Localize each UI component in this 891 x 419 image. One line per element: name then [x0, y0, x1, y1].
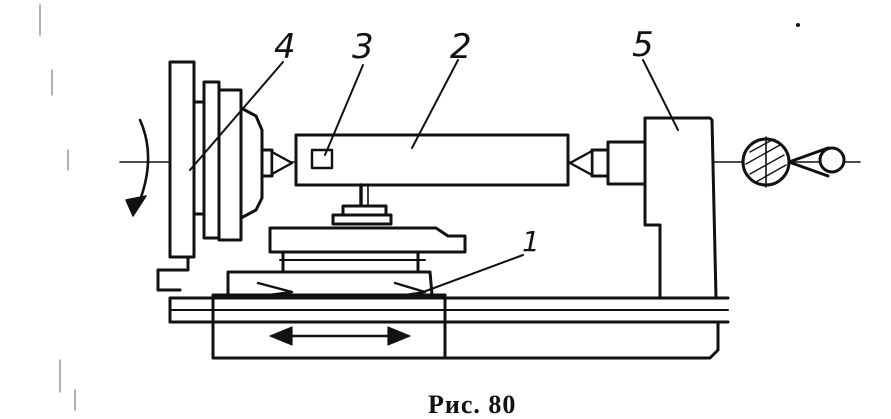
gauge-sensor: [310, 148, 334, 170]
headstock-faceplate: [156, 60, 294, 292]
figure-caption: Рис. 80: [428, 390, 517, 419]
measuring-stand: [331, 183, 393, 226]
workpiece: [294, 133, 570, 187]
label-part-2: 2: [450, 27, 472, 67]
label-part-5: 5: [632, 25, 654, 65]
tailstock: [568, 116, 718, 300]
machine-bed: [168, 293, 730, 360]
upper-table: [268, 226, 467, 254]
leader-lines: [189, 59, 679, 296]
grinding-wheel-icon: [741, 136, 846, 188]
double-arrow-icon: [269, 326, 411, 346]
label-part-1: 1: [522, 225, 540, 258]
scan-artifacts: [39, 4, 76, 411]
label-part-3: 3: [352, 27, 374, 67]
label-part-4: 4: [274, 27, 296, 67]
